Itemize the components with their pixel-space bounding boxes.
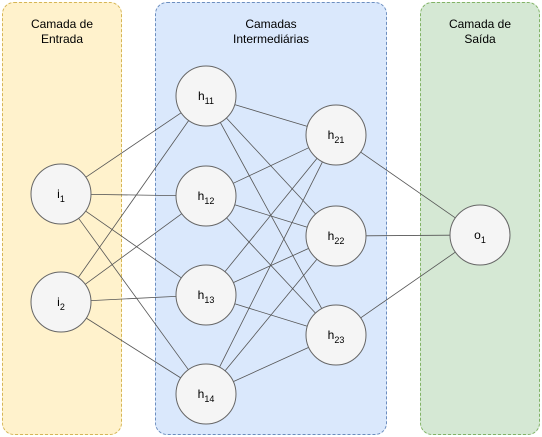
neuron-h12-base: h <box>198 189 205 203</box>
edge-i1-h12 <box>90 194 177 196</box>
neuron-i2: i2 <box>30 271 92 333</box>
edge-i1-h14 <box>78 218 189 370</box>
svg-text:i1: i1 <box>57 187 65 204</box>
neuron-h21-base: h <box>328 128 335 142</box>
svg-text:h22: h22 <box>328 229 345 246</box>
svg-text:h11: h11 <box>198 89 214 106</box>
neuron-h12-sub: 12 <box>204 196 214 206</box>
neuron-o1-sub: 1 <box>481 235 486 245</box>
svg-text:i2: i2 <box>57 295 65 312</box>
neuron-h21: h21 <box>305 104 367 166</box>
edge-h12-h21 <box>233 147 309 184</box>
neuron-h14-sub: 14 <box>204 394 214 404</box>
neuron-i1: i1 <box>30 163 92 225</box>
edge-i2-h12 <box>84 213 183 285</box>
neuron-i1-base: i <box>57 187 60 201</box>
edge-h11-h22 <box>226 117 316 215</box>
neuron-h23: h23 <box>305 304 367 366</box>
neuron-h13: h13 <box>175 264 237 326</box>
neuron-o1: o1 <box>449 204 511 266</box>
edge-h13-h21 <box>224 158 318 272</box>
neuron-h14-base: h <box>198 387 205 401</box>
neuron-h23-sub: 23 <box>334 335 344 345</box>
neuron-h11-base: h <box>198 89 205 103</box>
neuron-h11: h11 <box>175 65 237 127</box>
edge-i2-h14 <box>86 317 181 379</box>
edge-h11-h21 <box>234 104 308 127</box>
hidden-layers-title: Camadas Intermediárias <box>232 17 310 46</box>
svg-text:o1: o1 <box>474 228 486 245</box>
output-layer-title: Camada de Saída <box>448 17 512 46</box>
edge-h21-o1 <box>360 151 456 219</box>
neuron-h22: h22 <box>305 205 367 267</box>
edge-h14-h22 <box>224 258 318 372</box>
neuron-h22-base: h <box>328 229 335 243</box>
neuron-o1-base: o <box>474 228 481 242</box>
svg-text:h23: h23 <box>328 328 345 345</box>
edge-i2-h13 <box>90 296 177 301</box>
neuron-h12: h12 <box>175 165 237 227</box>
output-layer-region: Camada de Saída <box>420 2 540 435</box>
edge-h22-o1 <box>365 234 451 237</box>
edge-i1-h13 <box>85 210 182 279</box>
edge-h13-h22 <box>233 248 309 283</box>
edge-i2-h11 <box>77 120 190 278</box>
neuron-h21-sub: 21 <box>334 135 344 145</box>
edge-h12-h22 <box>234 204 308 228</box>
input-layer-title: Camada de Entrada <box>30 17 94 46</box>
neuron-h22-sub: 22 <box>334 236 344 246</box>
edge-h14-h23 <box>233 347 309 382</box>
neuron-h14: h14 <box>175 363 237 425</box>
svg-text:h21: h21 <box>328 128 345 145</box>
svg-text:h14: h14 <box>198 387 215 404</box>
neuron-h13-base: h <box>198 288 205 302</box>
edge-i1-h11 <box>85 112 182 178</box>
edge-h23-o1 <box>360 251 456 319</box>
svg-text:h13: h13 <box>198 288 215 305</box>
svg-text:h12: h12 <box>198 189 215 206</box>
neuron-h11-sub: 11 <box>205 96 214 106</box>
neuron-i2-base: i <box>57 295 60 309</box>
neuron-h13-sub: 13 <box>204 295 214 305</box>
connections <box>77 104 456 382</box>
neuron-i2-sub: 2 <box>60 302 65 312</box>
neuron-i1-sub: 1 <box>60 194 65 204</box>
neuron-h23-base: h <box>328 328 335 342</box>
edge-h14-h21 <box>219 161 323 368</box>
